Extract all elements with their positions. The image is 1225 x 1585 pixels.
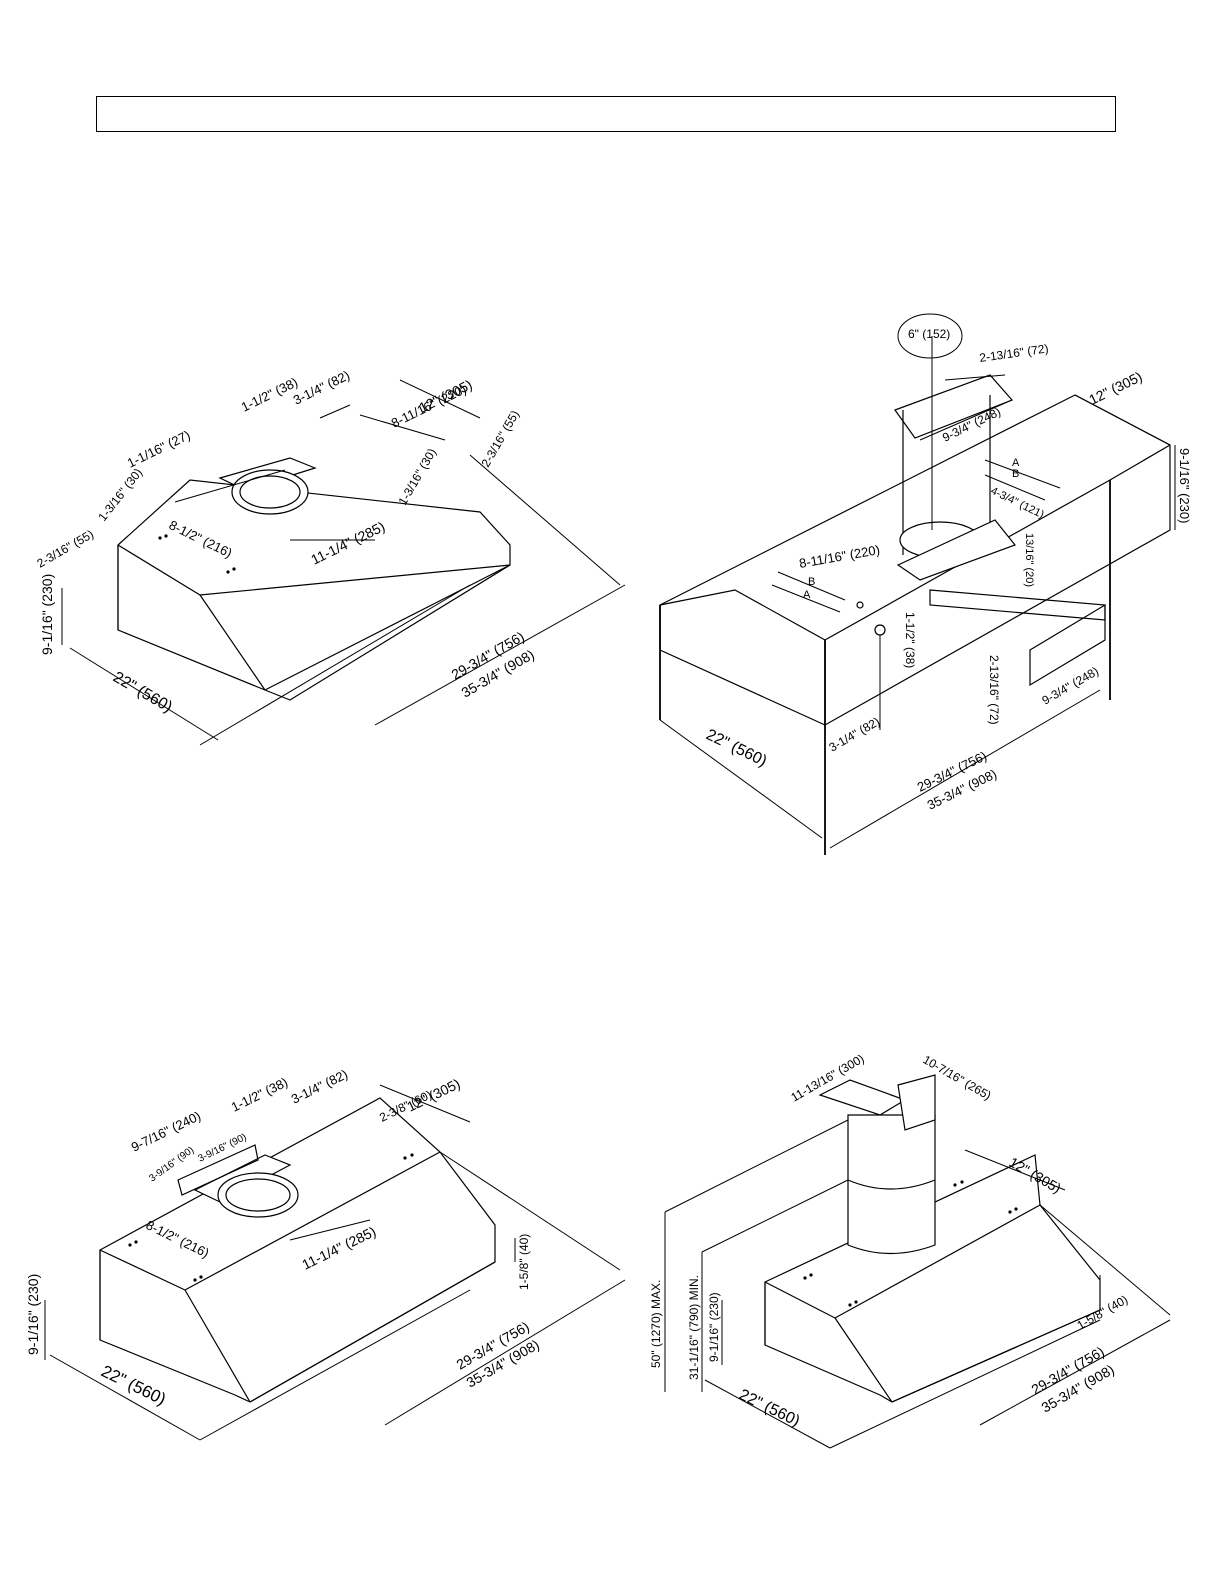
dim-2-3-16-left: 2-3/16" (55) (35, 527, 97, 571)
hood-1-dimension-lines (61, 379, 626, 746)
dim-6: 6" (152) (908, 327, 950, 341)
dim-12: 12" (305) (1086, 368, 1144, 407)
hood-2-dimension-lines (659, 336, 1176, 849)
dim-1-5-8: 1-5/8" (40) (517, 1234, 531, 1290)
label-A-bottom: A (803, 589, 811, 601)
dim-1-3-16-right: 1-3/16" (30) (395, 446, 439, 508)
dim-3-1-4: 3-1/4" (82) (289, 1066, 350, 1106)
dim-1-3-16-left: 1-3/16" (30) (95, 466, 145, 524)
dim-9-1-16: 9-1/16" (230) (1177, 448, 1192, 523)
hood-2-body (659, 313, 1171, 855)
label-B-top: B (1012, 468, 1019, 480)
hood-1-body (117, 457, 511, 701)
hood-drawing-4: 11-13/16" (300) 10-7/16" (265) 12" (305)… (649, 1051, 1171, 1449)
dim-9-3-4-bottom: 9-3/4" (248) (1040, 664, 1102, 708)
dim-9-1-16: 9-1/16" (230) (707, 1292, 721, 1362)
dim-31-1-16: 31-1/16" (790) MIN. (687, 1275, 701, 1380)
dim-2-13-16-top: 2-13/16" (72) (978, 341, 1049, 365)
dim-22: 22" (560) (736, 1386, 802, 1430)
dim-9-1-16: 9-1/16" (230) (25, 1274, 41, 1355)
dim-3-1-4: 3-1/4" (82) (827, 714, 883, 754)
dim-2-13-16-bottom: 2-13/16" (72) (987, 655, 1001, 725)
hood-3-body (99, 1097, 496, 1403)
dim-1-1-2: 1-1/2" (38) (903, 612, 917, 668)
dim-1-1-16: 1-1/16" (27) (125, 427, 193, 470)
hood-3-dimension-lines (44, 1084, 626, 1441)
dim-9-1-16: 9-1/16" (230) (39, 574, 55, 655)
dim-1-1-2: 1-1/2" (38) (229, 1074, 290, 1114)
hood-drawing-1: 3-1/4" (82) 12" (305) 1-1/2" (38) 8-11/1… (35, 367, 626, 746)
dim-13-16: 13/16" (20) (1023, 533, 1035, 587)
dim-3-1-4: 3-1/4" (82) (291, 367, 352, 407)
dim-22: 22" (560) (703, 726, 769, 770)
dim-22: 22" (560) (110, 669, 175, 716)
dim-8-11-16: 8-11/16" (220) (389, 381, 469, 430)
dim-3-9-16-a: 3-9/16" (90) (147, 1145, 196, 1185)
dim-2-3-16-right: 2-3/16" (55) (478, 408, 522, 470)
title-box (96, 96, 1116, 132)
hood-drawing-2: 6" (152) 2-13/16" (72) 12" (305) 9-3/4" … (659, 313, 1192, 855)
dim-50: 50" (1270) MAX. (649, 1280, 663, 1368)
hood-4-body (764, 1074, 1101, 1403)
dim-9-7-16: 9-7/16" (240) (129, 1108, 203, 1155)
label-B-bottom: B (808, 576, 815, 588)
hood-drawing-3: 3-1/4" (82) 12" (305) 1-1/2" (38) 2-3/8"… (25, 1066, 626, 1441)
hood-4-dimension-lines (664, 1119, 1171, 1449)
label-A-top: A (1012, 457, 1020, 469)
